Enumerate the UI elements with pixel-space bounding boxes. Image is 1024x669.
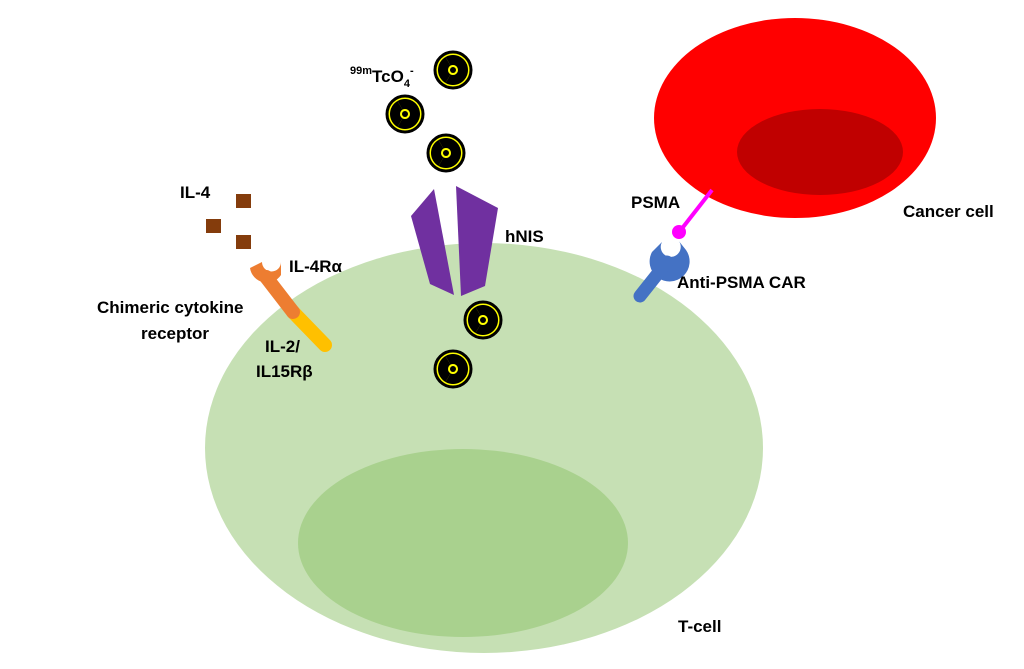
t-cell-label: T-cell bbox=[678, 617, 721, 636]
hnis-right-subunit bbox=[456, 186, 498, 296]
il4r-alpha-label: IL-4Rα bbox=[289, 257, 343, 276]
chimeric-cytokine-receptor-label-line1: Chimeric cytokine bbox=[97, 298, 243, 317]
psma-stalk bbox=[678, 188, 714, 233]
anti-psma-car-label: Anti-PSMA CAR bbox=[677, 273, 806, 292]
radioactive-trefoil-icon bbox=[383, 92, 425, 134]
cancer-cell-nucleus bbox=[737, 109, 903, 195]
pertechnetate-label: 99mTcO4- bbox=[350, 65, 414, 90]
hnis-label: hNIS bbox=[505, 227, 544, 246]
il4-molecule-square bbox=[206, 219, 221, 233]
il2-il15r-beta-label-line1: IL-2/ bbox=[265, 337, 300, 356]
cancer-cell-label: Cancer cell bbox=[903, 202, 994, 221]
anti-psma-car-receptor bbox=[633, 240, 690, 303]
il4-molecule-square bbox=[236, 194, 251, 208]
il4-molecule-square bbox=[236, 235, 251, 249]
il2-il15r-beta-label-line2: IL15Rβ bbox=[256, 362, 313, 381]
chimeric-cytokine-receptor bbox=[250, 262, 332, 352]
psma-knob bbox=[672, 225, 686, 239]
t-cell-nucleus bbox=[298, 449, 628, 637]
il4-label: IL-4 bbox=[180, 183, 211, 202]
radioactive-trefoil-icon bbox=[431, 48, 473, 90]
psma-label: PSMA bbox=[631, 193, 680, 212]
chimeric-cytokine-receptor-label-line2: receptor bbox=[141, 324, 209, 343]
radioactive-trefoil-icon bbox=[424, 131, 466, 173]
hnis-left-subunit bbox=[411, 189, 454, 295]
